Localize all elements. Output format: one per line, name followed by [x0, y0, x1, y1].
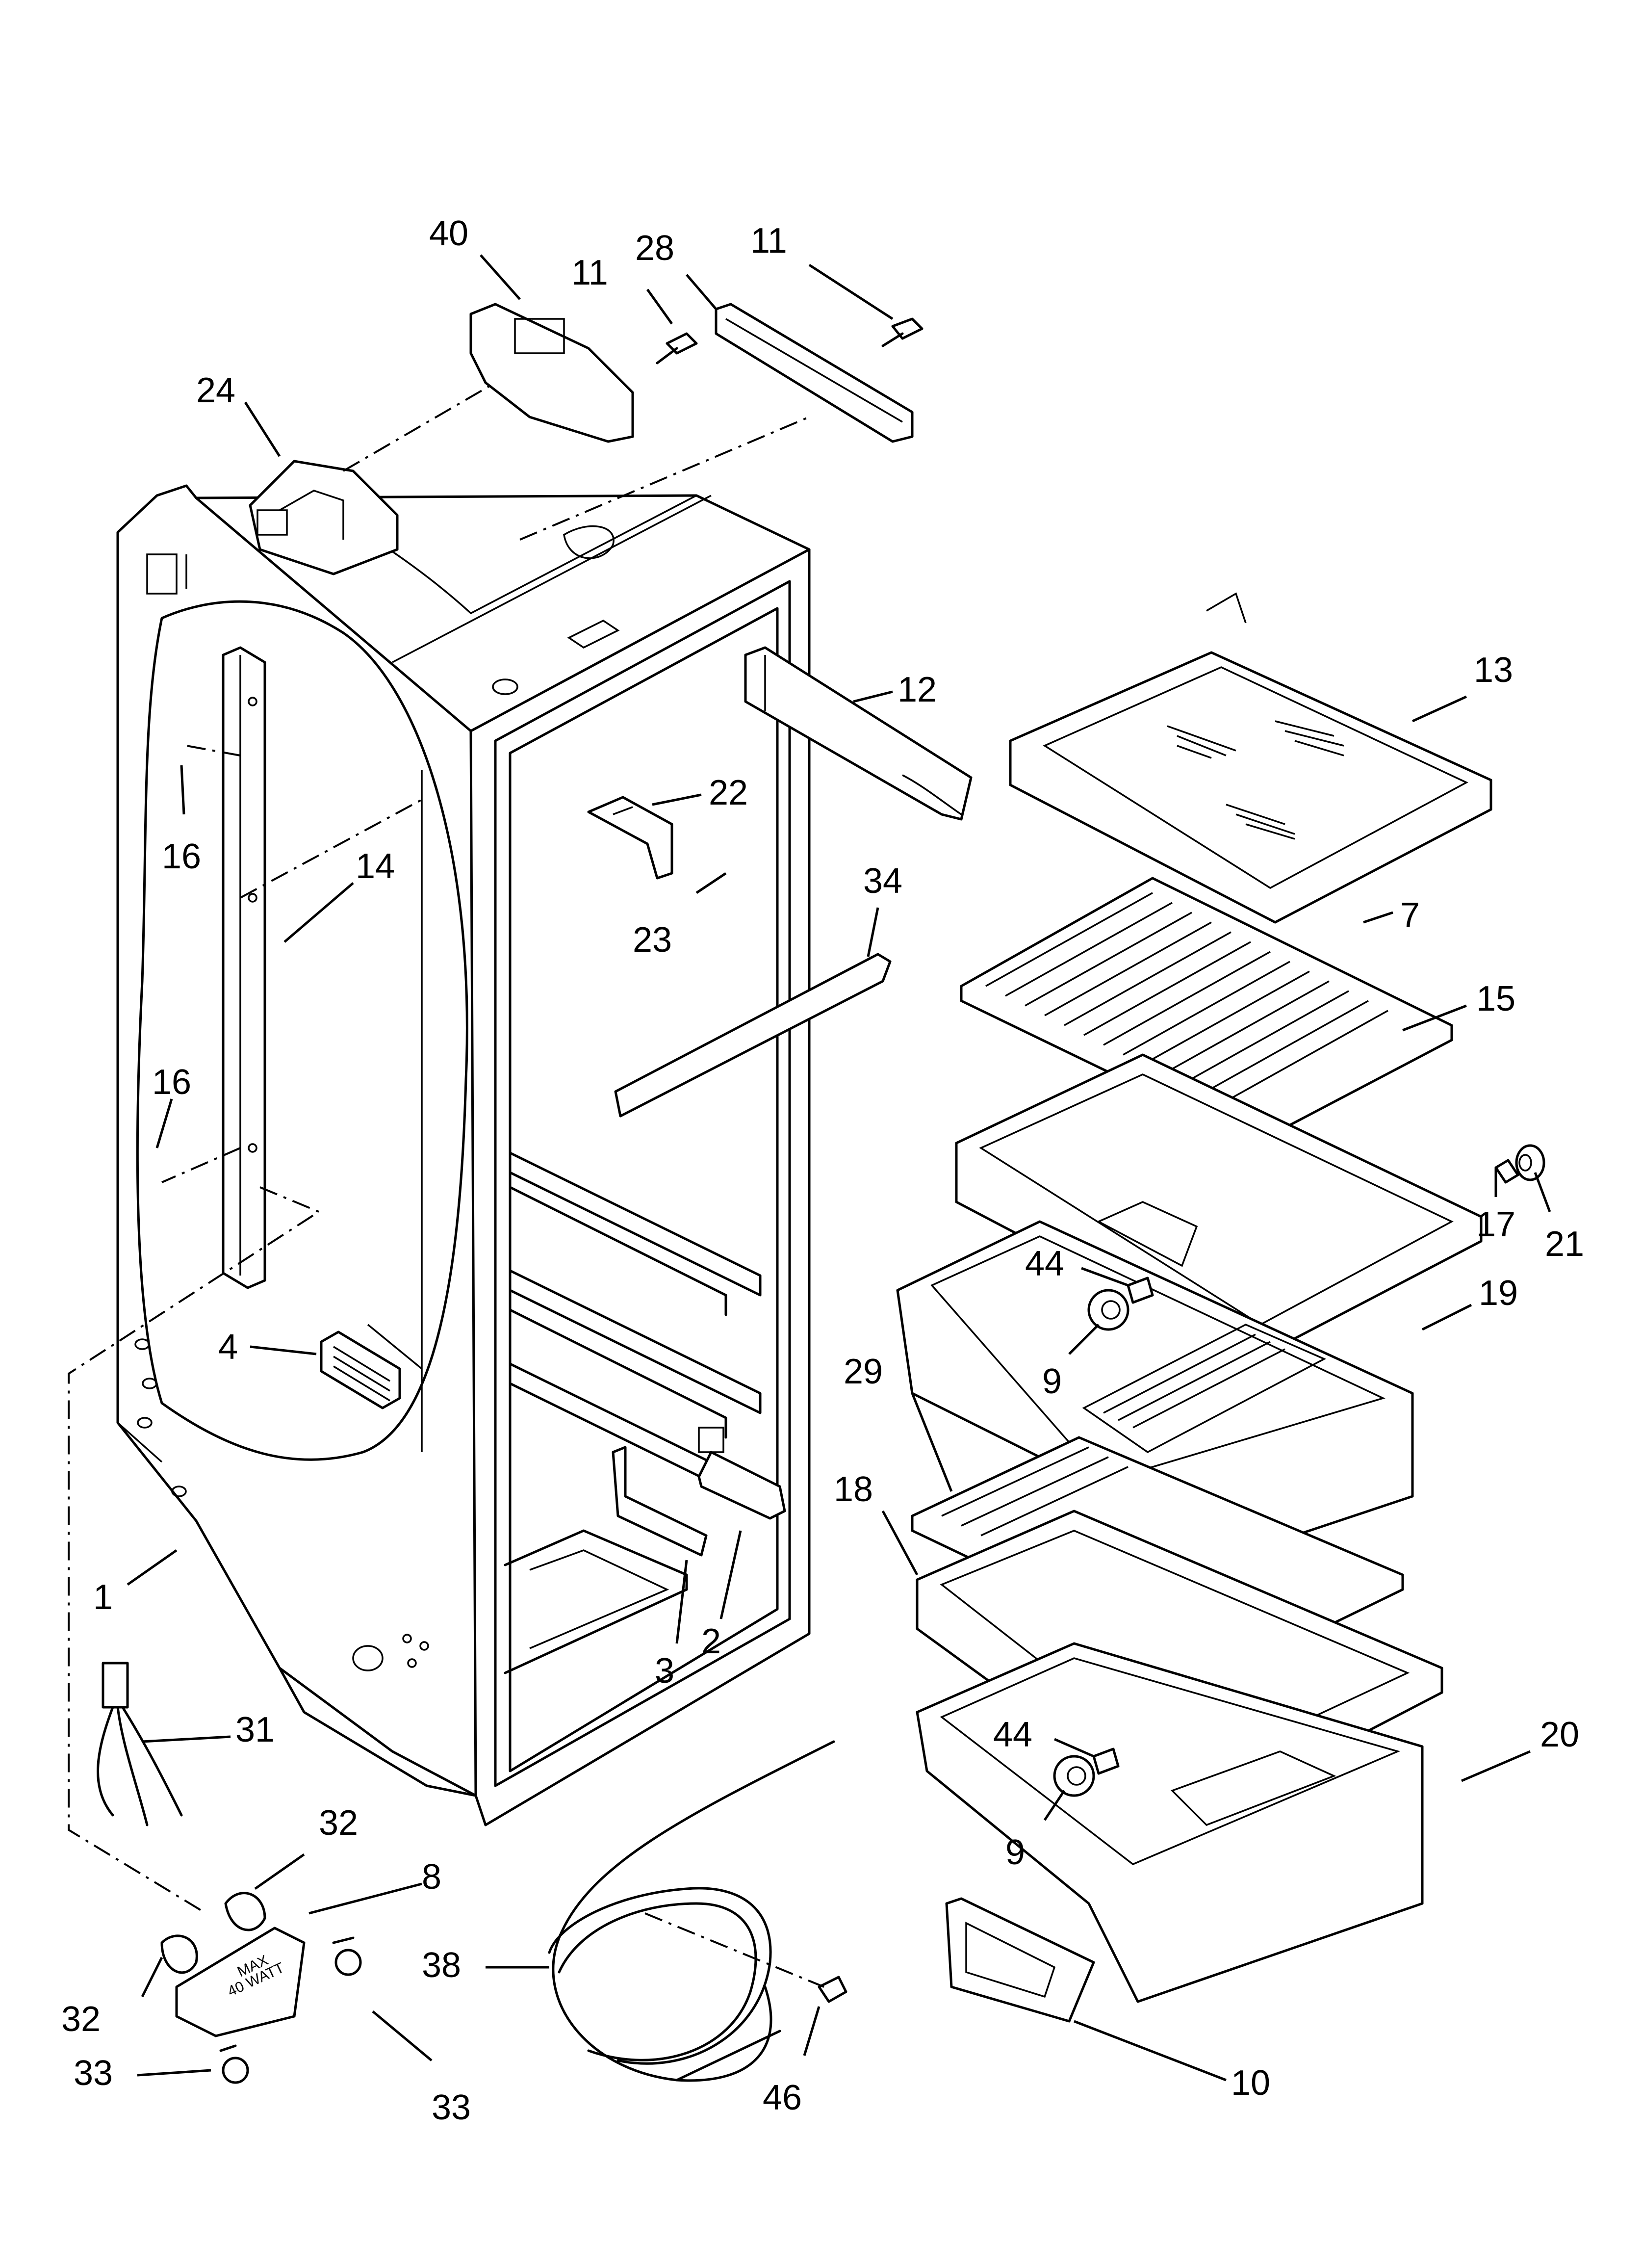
callout-33: 33	[432, 2088, 471, 2127]
part-clip-32b	[160, 1934, 198, 1974]
callout-4: 4	[218, 1328, 238, 1367]
part-bracket-12	[744, 646, 973, 821]
callout-10: 10	[1231, 2063, 1270, 2103]
callout-labels: 40 11 28 11 24 12 13 22 16 14 23 34 7 15…	[61, 214, 1584, 2127]
callout-9: 9	[1042, 1362, 1062, 1401]
callout-16: 16	[152, 1063, 191, 1102]
cabinet-liner	[116, 484, 811, 1826]
callout-38: 38	[422, 1946, 461, 1985]
part-light-housing-8: MAX 40 WATT	[175, 1927, 306, 2037]
callout-46: 46	[763, 2078, 802, 2117]
callout-18: 18	[834, 1470, 873, 1509]
callout-20: 20	[1540, 1715, 1579, 1754]
screw-11a	[656, 332, 698, 365]
part-axle-44b	[1092, 1747, 1120, 1775]
callout-9: 9	[1005, 1833, 1025, 1872]
callout-15: 15	[1476, 979, 1515, 1018]
part-bracket-22	[587, 796, 673, 880]
callout-44: 44	[1025, 1244, 1064, 1283]
callout-17: 17	[1476, 1205, 1515, 1244]
callout-leaders	[127, 254, 1551, 2082]
part-rail-14	[222, 646, 266, 1289]
part-glass-7	[960, 877, 1453, 1145]
part-vent-4	[320, 1330, 401, 1409]
part-clip-32a	[224, 1892, 266, 1931]
callout-23: 23	[633, 920, 672, 960]
part-housing-24	[249, 460, 399, 575]
part-screw-46	[818, 1976, 847, 2003]
callout-22: 22	[709, 773, 748, 812]
callout-1: 1	[93, 1578, 113, 1617]
part-knob-21	[1515, 1144, 1545, 1181]
callout-11: 11	[750, 221, 787, 261]
part-rail-34	[614, 953, 892, 1118]
callout-33: 33	[74, 2054, 113, 2093]
callout-16: 16	[162, 837, 201, 876]
callout-12: 12	[898, 670, 937, 709]
part-harness-31	[97, 1662, 183, 1826]
part-bulb-33b	[219, 2044, 249, 2084]
callout-11: 11	[571, 253, 608, 292]
callout-44: 44	[993, 1715, 1032, 1754]
screw-11b	[881, 317, 924, 347]
callout-28: 28	[635, 229, 674, 268]
part-bracket-3	[612, 1446, 708, 1557]
part-roller-9b	[1053, 1755, 1095, 1797]
part-trim-28	[715, 303, 914, 443]
callout-14: 14	[356, 847, 395, 886]
callout-32: 32	[61, 2000, 101, 2039]
callout-8: 8	[422, 1857, 441, 1897]
part-bulb-33a	[332, 1936, 362, 1976]
callout-21: 21	[1545, 1225, 1584, 1264]
callout-7: 7	[1400, 896, 1420, 935]
callout-19: 19	[1479, 1274, 1518, 1313]
part-bracket-2	[697, 1427, 786, 1520]
part-label-10	[945, 1897, 1095, 2023]
part-roller-9a	[1087, 1289, 1129, 1331]
part-axle-44a	[1127, 1277, 1154, 1304]
part-drawer-20	[916, 1642, 1424, 2003]
callout-40: 40	[429, 214, 468, 253]
callout-29: 29	[844, 1352, 883, 1391]
assembly-lines	[68, 382, 824, 1988]
callout-31: 31	[235, 1710, 275, 1749]
part-frame-15	[955, 1053, 1483, 1360]
part-cover-40	[469, 303, 634, 443]
callout-24: 24	[196, 371, 235, 410]
part-tubing-38	[548, 1740, 835, 2082]
callout-32: 32	[319, 1803, 358, 1843]
part-screw-17	[1494, 1159, 1519, 1184]
part-shelf-13	[1009, 592, 1492, 924]
callout-2: 2	[701, 1622, 721, 1661]
callout-34: 34	[863, 861, 902, 901]
callout-3: 3	[655, 1651, 674, 1691]
callout-13: 13	[1474, 651, 1513, 690]
